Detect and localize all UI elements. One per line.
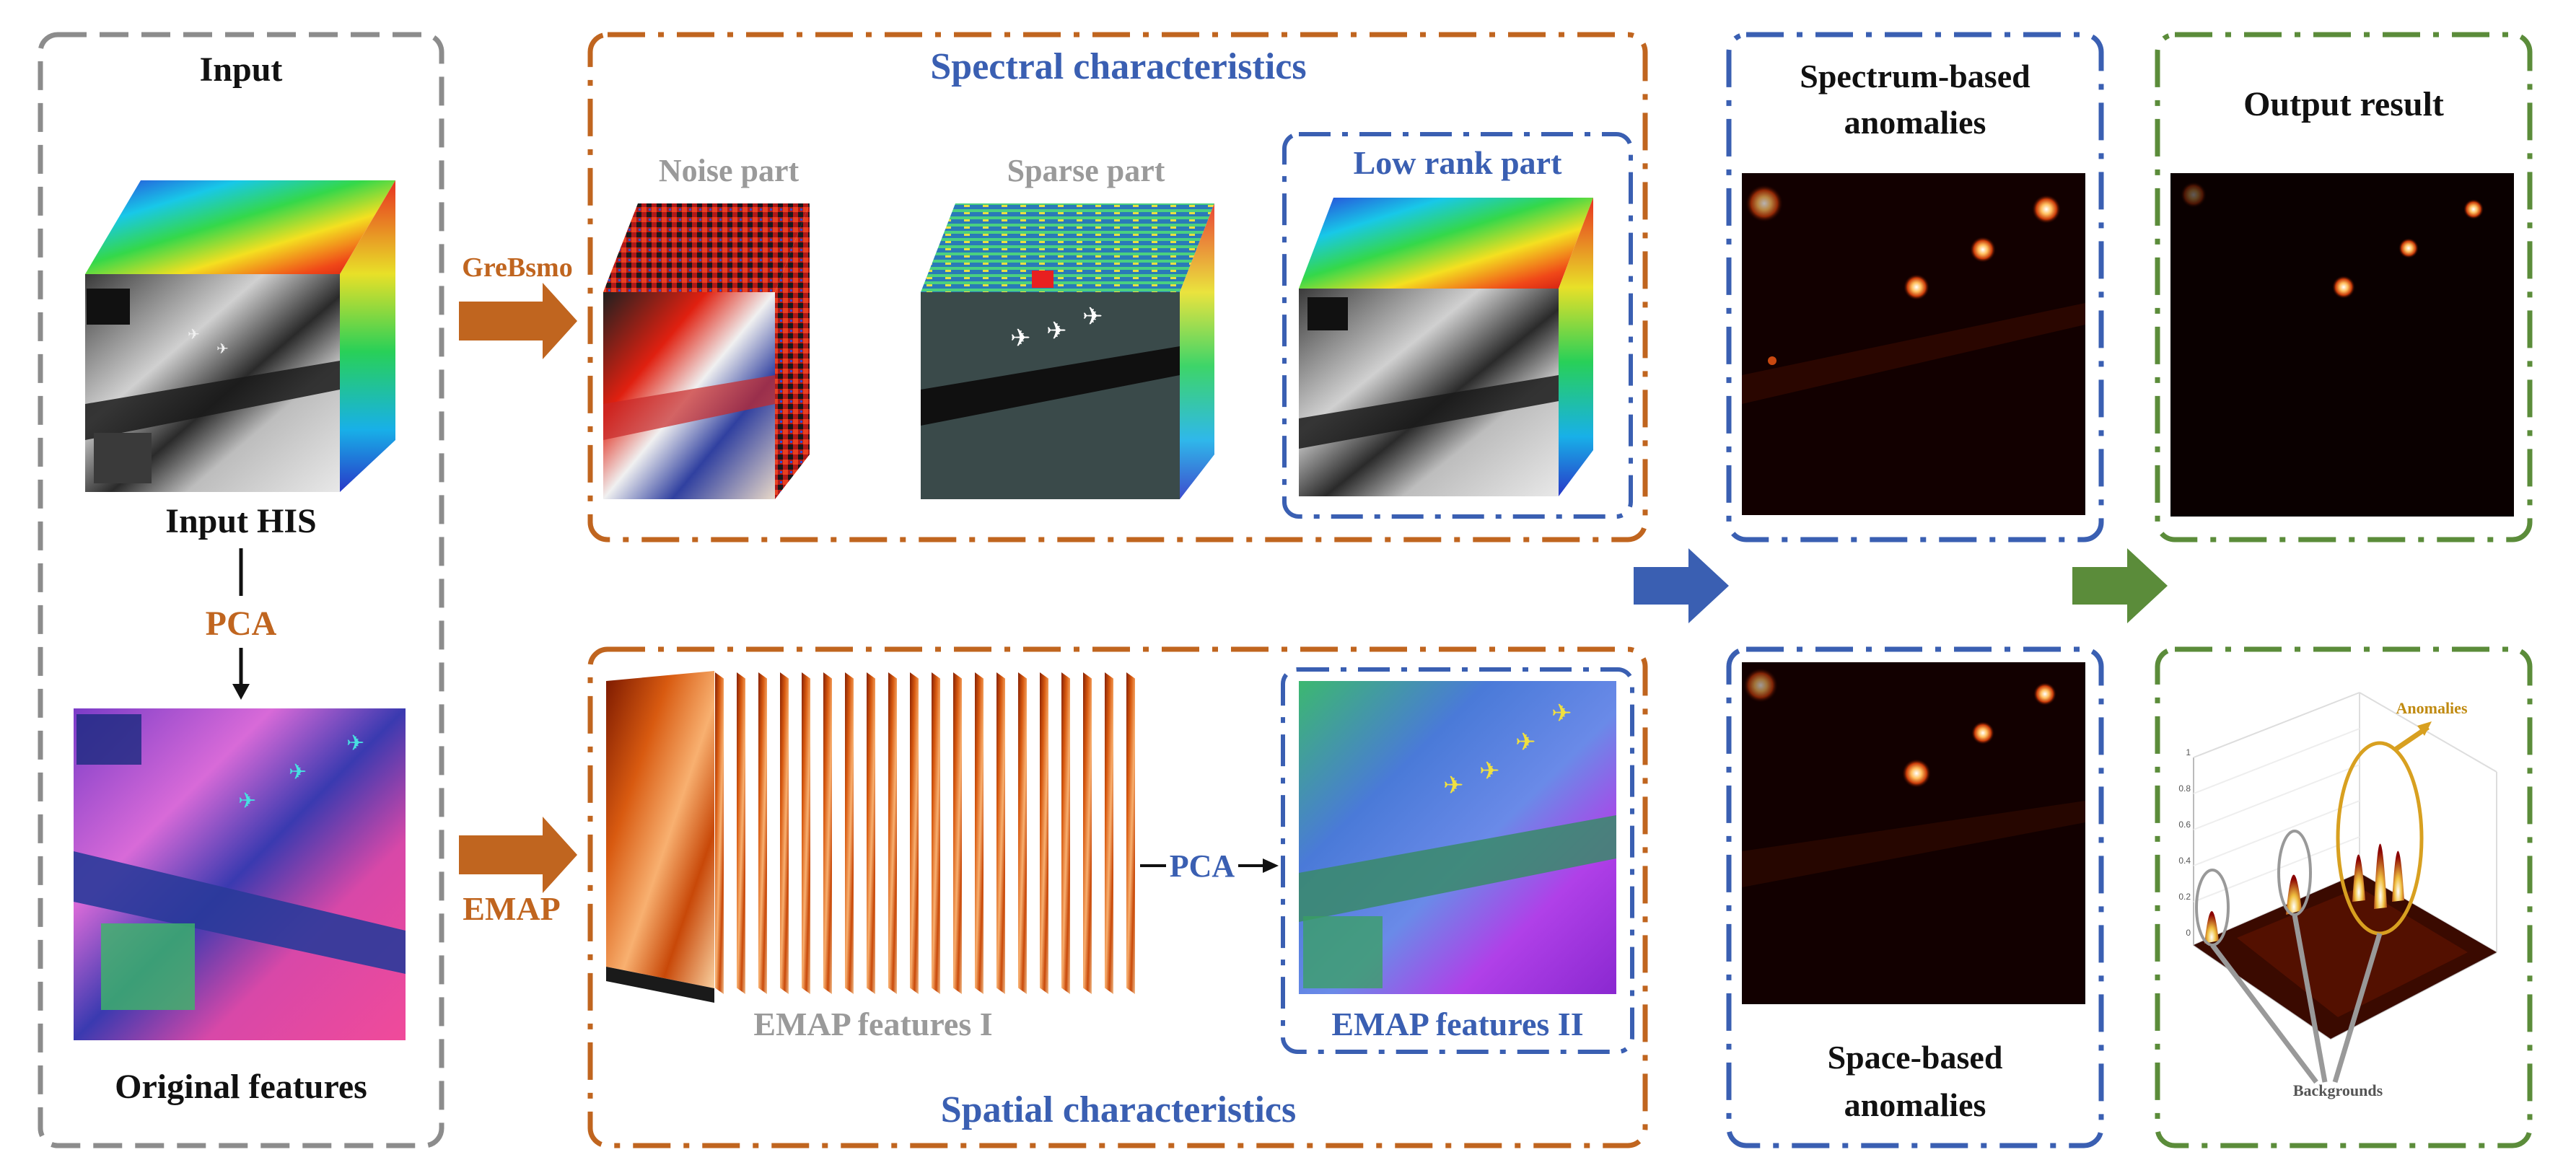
svg-text:✈: ✈	[346, 732, 364, 755]
space-anomaly-label-1: Space-based	[1827, 1039, 2003, 1076]
space-anomaly-label-2: anomalies	[1844, 1086, 1986, 1123]
low-rank-part-cube	[1299, 198, 1593, 496]
spectrum-anomaly-label-1: Spectrum-based	[1800, 58, 2030, 95]
emap-arrow	[459, 817, 577, 893]
spectral-title: Spectral characteristics	[930, 46, 1307, 87]
svg-text:✈: ✈	[1010, 325, 1031, 352]
input-pca-arrowhead	[232, 684, 250, 700]
emap2-subframe	[1281, 667, 1634, 1054]
emap-features-1-label: EMAP features І	[753, 1006, 993, 1042]
input-pca-label: PCA	[205, 605, 277, 643]
plot-z-tick: 0.2	[2178, 892, 2191, 902]
input-title: Input	[199, 50, 283, 89]
svg-text:✈: ✈	[1479, 758, 1500, 785]
svg-text:✈: ✈	[1551, 700, 1572, 727]
emap-features-1-stack	[606, 669, 1136, 1003]
lowrank-subframe	[1282, 132, 1633, 519]
input-hsi-label: Input HIS	[165, 502, 317, 540]
input-section-frame	[38, 32, 444, 1148]
svg-text:✈: ✈	[1443, 773, 1464, 799]
svg-text:✈: ✈	[188, 327, 200, 343]
to-anomaly-arrow	[1634, 548, 1729, 623]
original-features-image: ✈ ✈ ✈	[74, 708, 406, 1040]
grebsmo-label: GreBsmo	[462, 252, 573, 283]
spectral-section-frame	[587, 32, 1648, 542]
space-anomaly-map	[1742, 662, 2085, 1004]
plot-z-tick: 0	[2186, 928, 2191, 938]
spectrum-anomaly-frame	[1726, 32, 2104, 542]
emap-method-label: EMAP	[463, 890, 561, 927]
svg-text:✈: ✈	[1082, 304, 1103, 330]
low-rank-part-label: Low rank part	[1353, 144, 1562, 181]
emap-features-2-image: ✈ ✈ ✈ ✈	[1299, 681, 1616, 994]
anomalies-annotation: Anomalies	[2396, 699, 2468, 717]
svg-text:✈: ✈	[1046, 318, 1067, 345]
input-hsi-cube: ✈ ✈	[85, 180, 395, 492]
plot-z-tick: 0.8	[2178, 783, 2191, 794]
svg-text:✈: ✈	[238, 789, 256, 813]
plot-z-tick: 0.6	[2178, 820, 2191, 830]
backgrounds-annotation: Backgrounds	[2292, 1081, 2383, 1099]
emap-features-2-label: EMAP features ІІ	[1331, 1006, 1584, 1042]
spatial-section-frame	[587, 646, 1648, 1148]
spectrum-anomaly-label-2: anomalies	[1844, 104, 1986, 141]
sparse-part-cube: ✈ ✈ ✈	[921, 203, 1214, 499]
output-result-title: Output result	[2243, 85, 2444, 123]
svg-text:✈: ✈	[1515, 729, 1536, 756]
output-top-frame	[2155, 32, 2533, 542]
noise-part-cube	[603, 203, 810, 499]
space-anomaly-frame	[1726, 646, 2104, 1148]
original-features-label: Original features	[115, 1068, 367, 1106]
plot-z-tick: 0.4	[2178, 856, 2191, 866]
sparse-part-label: Sparse part	[1007, 153, 1165, 188]
plot-z-tick: 1	[2186, 747, 2191, 757]
to-output-arrow	[2072, 548, 2168, 623]
spatial-pca-label: PCA	[1169, 848, 1235, 884]
output-result-map	[2170, 173, 2514, 517]
svg-text:✈: ✈	[289, 760, 307, 784]
grebsmo-arrow	[459, 283, 577, 359]
svg-text:✈: ✈	[216, 341, 229, 357]
spectrum-anomaly-map	[1742, 173, 2085, 515]
anomaly-3d-plot	[2193, 692, 2497, 1084]
spatial-pca-arrowhead	[1263, 858, 1279, 873]
plot-z-ticks: 1 0.8 0.6 0.4 0.2 0	[2169, 747, 2191, 942]
spatial-title: Spatial characteristics	[940, 1089, 1297, 1130]
noise-part-label: Noise part	[658, 153, 799, 188]
output-bottom-frame	[2155, 646, 2533, 1148]
